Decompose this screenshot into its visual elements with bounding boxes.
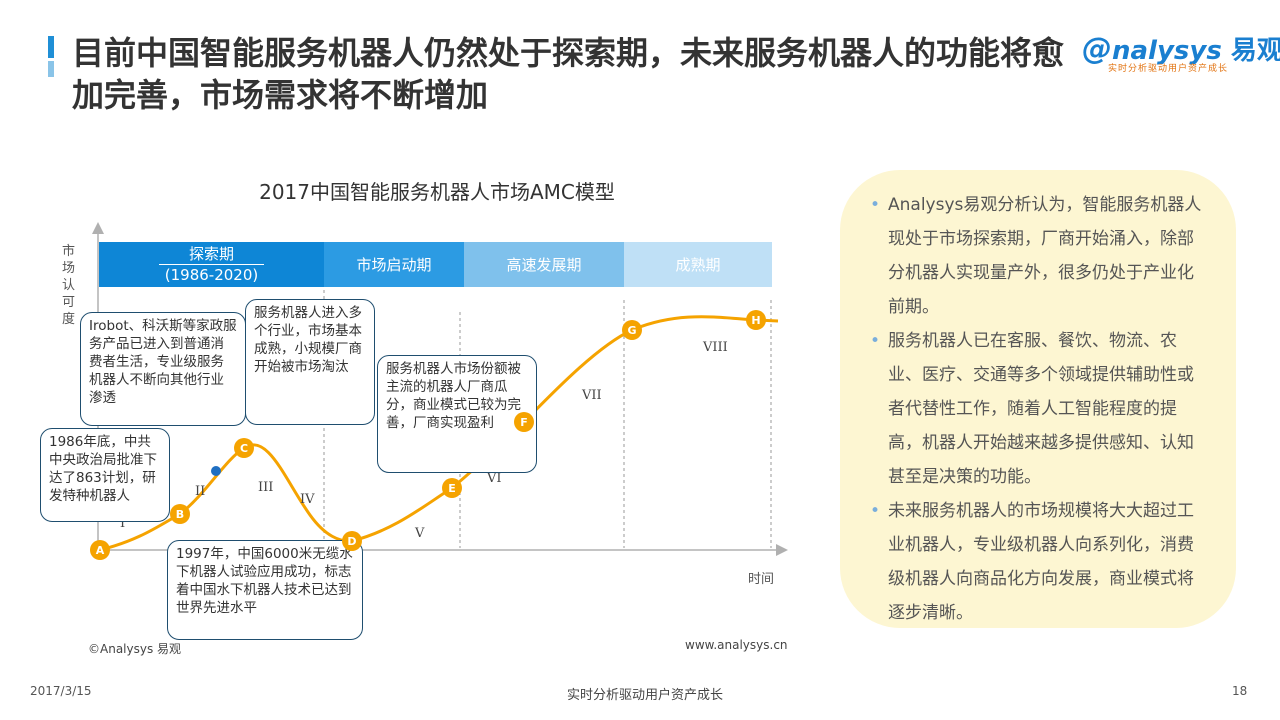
- phase-name: 探索期: [158, 244, 264, 265]
- bullet-icon: •: [870, 331, 881, 351]
- phase-market-launch: 市场启动期: [324, 242, 464, 287]
- logo-slogan: 实时分析驱动用户资产成长: [1108, 64, 1229, 74]
- phase-rapid-growth: 高速发展期: [464, 242, 624, 287]
- curve-point: C: [234, 438, 254, 458]
- callout-irobot: Irobot、科沃斯等家政服务产品已进入到普通消费者生活，专业级服务机器人不断向…: [80, 312, 246, 426]
- stage-label: II: [195, 484, 206, 499]
- sidebar-item-text: 未来服务机器人的市场规模将大大超过工业机器人，专业级机器人向系列化，消费级机器人…: [888, 501, 1194, 623]
- footer-slogan: 实时分析驱动用户资产成长: [566, 688, 723, 703]
- curve-point: G: [622, 320, 642, 340]
- callout-underwater-robot: 1997年，中国6000米无缆水下机器人试验应用成功，标志着中国水下机器人技术已…: [167, 540, 363, 640]
- page-number: 18: [1232, 684, 1248, 698]
- stage-label: VI: [487, 471, 502, 486]
- phase-exploration: 探索期 (1986-2020): [99, 242, 324, 287]
- curve-point: D: [342, 531, 362, 551]
- stage-label: I: [120, 516, 126, 531]
- sidebar-item: • Analysys易观分析认为，智能服务机器人现处于市场探索期，厂商开始涌入，…: [870, 188, 1208, 324]
- callout-anchor-dot: [211, 466, 221, 476]
- diagram-website: www.analysys.cn: [685, 638, 788, 652]
- bullet-icon: •: [870, 501, 881, 521]
- curve-point: F: [514, 412, 534, 432]
- y-axis-label: 市场认可度: [62, 244, 76, 327]
- analysis-sidebar: • Analysys易观分析认为，智能服务机器人现处于市场探索期，厂商开始涌入，…: [840, 170, 1236, 628]
- logo-cn: 易观: [1230, 36, 1280, 66]
- diagram-copyright: ©Analysys 易观: [88, 642, 182, 656]
- callout-market-share: 服务机器人市场份额被主流的机器人厂商瓜分，商业模式已较为完善，厂商实现盈利: [377, 355, 537, 473]
- page-title: 目前中国智能服务机器人仍然处于探索期，未来服务机器人的功能将愈加完善，市场需求将…: [72, 34, 1065, 114]
- stage-label: V: [415, 526, 425, 541]
- stage-label: VII: [582, 388, 602, 403]
- stage-label: IV: [300, 492, 315, 507]
- diagram-title: 2017中国智能服务机器人市场AMC模型: [259, 180, 615, 204]
- stage-label: VIII: [703, 340, 728, 355]
- curve-point: H: [746, 310, 766, 330]
- analysys-logo: @nalysys 易观 实时分析驱动用户资产成长: [1082, 30, 1280, 76]
- callout-863-plan: 1986年底，中共中央政治局批准下达了863计划，研发特种机器人: [40, 428, 170, 522]
- x-axis-label: 时间: [748, 572, 775, 587]
- phase-period: (1986-2020): [164, 266, 259, 284]
- sidebar-item: • 服务机器人已在客服、餐饮、物流、农业、医疗、交通等多个领域提供辅助性或者代替…: [870, 324, 1208, 494]
- callout-multi-industry: 服务机器人进入多个行业，市场基本成熟，小规模厂商开始被市场淘汰: [245, 299, 375, 425]
- phase-maturity: 成熟期: [624, 242, 772, 287]
- title-accent-bar-light: [48, 61, 54, 77]
- stage-label: III: [258, 480, 274, 495]
- title-accent-bar: [48, 36, 54, 58]
- logo-text: nalysys: [1112, 36, 1222, 66]
- footer-date: 2017/3/15: [30, 684, 92, 698]
- curve-point: B: [170, 504, 190, 524]
- sidebar-item-text: 服务机器人已在客服、餐饮、物流、农业、医疗、交通等多个领域提供辅助性或者代替性工…: [888, 331, 1194, 487]
- bullet-icon: •: [870, 195, 881, 215]
- sidebar-item: • 未来服务机器人的市场规模将大大超过工业机器人，专业级机器人向系列化，消费级机…: [870, 494, 1208, 630]
- logo-wordmark: @nalysys 易观: [1082, 30, 1280, 67]
- curve-point: A: [90, 540, 110, 560]
- curve-point: E: [442, 478, 462, 498]
- sidebar-item-text: Analysys易观分析认为，智能服务机器人现处于市场探索期，厂商开始涌入，除部…: [888, 195, 1202, 317]
